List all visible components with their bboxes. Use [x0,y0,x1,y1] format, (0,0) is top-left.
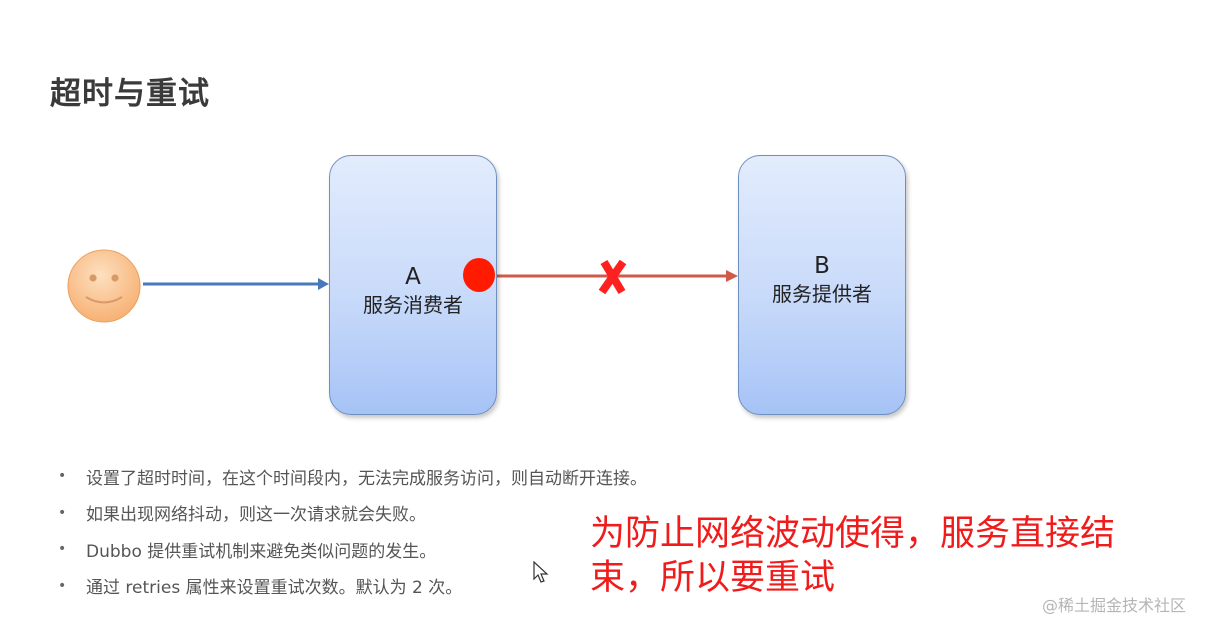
slide-title: 超时与重试 [50,76,210,112]
bullet-dot-icon: • [58,468,67,485]
service-consumer-box: A 服务消费者 [329,155,497,415]
box-b-letter: B [814,253,830,279]
bullet-item: •设置了超时时间，在这个时间段内，无法完成服务访问，则自动断开连接。 [58,468,647,489]
box-a-letter: A [405,264,421,290]
watermark: @稀土掘金技术社区 [1042,596,1187,615]
bullet-item: •如果出现网络抖动，则这一次请求就会失败。 [58,504,426,526]
service-provider-box: B 服务提供者 [738,155,906,415]
bullet-dot-icon: • [58,541,67,558]
fail-cross-icon [598,259,627,295]
annotation-note: 为防止网络波动使得，服务直接结束，所以要重试 [590,514,1116,598]
box-a-label: 服务消费者 [363,293,463,317]
bullet-item: •Dubbo 提供重试机制来避免类似问题的发生。 [58,541,437,562]
bullet-dot-icon: • [58,577,67,594]
bullet-list: •设置了超时时间，在这个时间段内，无法完成服务访问，则自动断开连接。 •如果出现… [58,458,647,604]
box-b-label: 服务提供者 [772,282,872,306]
bullet-dot-icon: • [58,504,67,521]
bullet-item: •通过 retries 属性来设置重试次数。默认为 2 次。 [58,577,463,599]
smiley-face-icon [67,249,141,323]
mouse-cursor-icon [533,561,549,583]
